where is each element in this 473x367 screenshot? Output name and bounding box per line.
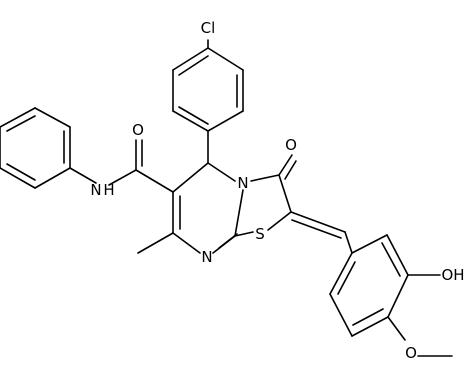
bond — [386, 234, 409, 276]
bond — [207, 110, 244, 132]
bond-c-n-amide — [108, 169, 137, 186]
bond-inner — [337, 261, 356, 295]
atom-oxygen-keto: O — [285, 136, 297, 154]
n-phenyl-ring — [0, 107, 71, 189]
bond-c8a-n4 — [234, 189, 244, 237]
bond — [34, 167, 71, 189]
atom-sulfur: S — [255, 225, 265, 243]
atom-chlorine: Cl — [201, 19, 216, 37]
bond-c-ome — [387, 316, 406, 341]
chlorophenyl-ring — [172, 39, 244, 132]
hydroxymethoxyphenyl-ring — [329, 234, 409, 337]
bond-c2-s — [267, 211, 292, 231]
bond-s-c8a — [234, 231, 254, 237]
bond-c3-o-double — [284, 160, 297, 180]
bond — [329, 293, 353, 337]
bond-c3-o — [278, 154, 293, 176]
atom-nitrogen-pyrimidine: N — [201, 248, 212, 266]
atom-nitrogen-amide: N — [90, 181, 101, 199]
atom-nitrogen-bridgehead: N — [237, 174, 248, 192]
atom-oxygen-methoxy: O — [405, 344, 417, 362]
atom-hydroxyl: OH — [441, 266, 464, 284]
bond-c6-camide — [135, 169, 174, 193]
bond — [0, 107, 36, 128]
bond — [351, 316, 389, 337]
bond — [207, 47, 244, 71]
bond-c5-n4 — [207, 162, 236, 182]
atom-oxygen-amide: O — [132, 121, 144, 139]
thiazole-ring — [234, 154, 297, 237]
bond — [172, 110, 209, 132]
bond — [329, 252, 353, 295]
bond-ch-aryl — [344, 231, 353, 254]
bond — [172, 47, 209, 71]
bond — [0, 167, 36, 189]
atom-hydrogen-amide: H — [103, 181, 114, 199]
bond-inner — [178, 106, 209, 125]
bond-inner — [381, 242, 401, 277]
bond-inner — [6, 115, 36, 132]
bond-c7-n8 — [172, 232, 201, 254]
bond-c5-c6 — [172, 162, 209, 193]
bond-c2-ch-double — [291, 219, 342, 239]
pyrimidine-ring — [172, 162, 244, 254]
bond-c2-ch — [290, 211, 346, 233]
bond-methyl — [137, 232, 174, 254]
bond — [351, 234, 388, 254]
bond-c3-c2 — [278, 174, 292, 213]
bond-inner — [6, 163, 36, 181]
bond-n4-c3 — [250, 174, 280, 182]
bond-n-phenyl — [69, 167, 97, 184]
bond-n8-c8a-inner — [218, 233, 238, 249]
bond — [387, 274, 409, 318]
bond — [34, 107, 71, 128]
bond-inner — [178, 55, 209, 76]
bond-inner — [352, 308, 384, 326]
